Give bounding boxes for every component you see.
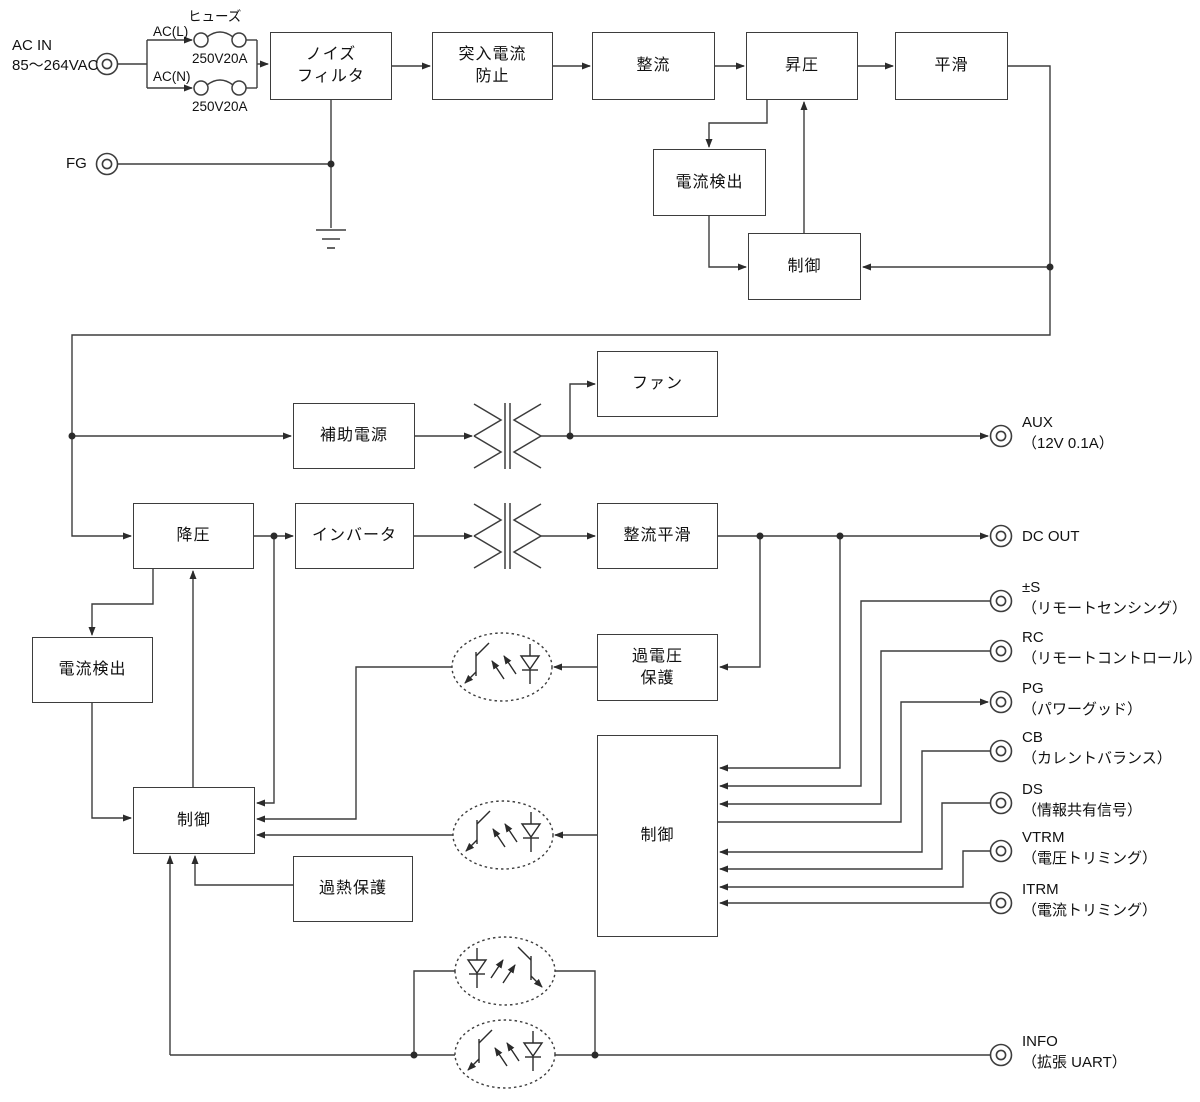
block-step-down: 降圧 xyxy=(133,503,254,569)
fuse-live-rating: 250V20A xyxy=(192,51,248,66)
dc-out-label: DC OUT xyxy=(1022,526,1080,547)
fuse-neutral-icon xyxy=(193,79,247,96)
terminal-desc: （カレントバランス） xyxy=(1022,750,1172,767)
sense-label: ±S （リモートセンシング） xyxy=(1022,577,1187,619)
ac-line-live-label: AC(L) xyxy=(153,24,189,39)
pg-label: PG （パワーグッド） xyxy=(1022,678,1142,720)
terminal-desc: （リモートコントロール） xyxy=(1022,650,1200,667)
earth-ground-icon xyxy=(315,229,347,249)
block-current-detect-left: 電流検出 xyxy=(32,637,153,703)
vtrm-terminal-icon xyxy=(989,839,1013,863)
optocoupler-info-rx-icon xyxy=(455,1020,555,1088)
block-label: 過電圧 xyxy=(631,647,683,665)
wires xyxy=(71,36,1051,1056)
block-label: 突入電流 xyxy=(458,46,527,63)
ac-in-voltage-range: 85～264VAC xyxy=(12,57,99,74)
optocoupler-ovp-icon xyxy=(452,633,552,701)
pg-terminal-icon xyxy=(989,690,1013,714)
fuse-neutral-rating: 250V20A xyxy=(192,99,248,114)
block-inrush-prevention: 突入電流 防止 xyxy=(432,32,553,100)
terminal-name: INFO xyxy=(1022,1033,1058,1050)
cb-label: CB （カレントバランス） xyxy=(1022,727,1172,769)
info-terminal-icon xyxy=(989,1043,1013,1067)
ds-terminal-icon xyxy=(989,791,1013,815)
block-rectifier: 整流 xyxy=(592,32,715,100)
block-control-right: 制御 xyxy=(597,735,718,937)
itrm-terminal-icon xyxy=(989,891,1013,915)
block-inverter: インバータ xyxy=(295,503,414,569)
block-aux-supply: 補助電源 xyxy=(293,403,415,469)
terminal-name: PG xyxy=(1022,680,1044,697)
block-rect-smooth: 整流平滑 xyxy=(597,503,718,569)
vtrm-label: VTRM （電圧トリミング） xyxy=(1022,827,1157,869)
terminal-name: AUX xyxy=(1022,414,1053,431)
ac-in-title: AC IN xyxy=(12,37,53,54)
terminal-name: DS xyxy=(1022,781,1043,798)
terminal-name: ±S xyxy=(1022,579,1041,596)
dc-out-terminal-icon xyxy=(989,524,1013,548)
optocoupler-info-tx-icon xyxy=(455,937,555,1005)
aux-transformer-icon xyxy=(473,402,542,470)
terminal-desc: （電圧トリミング） xyxy=(1022,850,1158,867)
fuse-live-icon xyxy=(193,31,247,48)
rc-label: RC （リモートコントロール） xyxy=(1022,627,1200,669)
cb-terminal-icon xyxy=(989,739,1013,763)
info-label: INFO （拡張 UART） xyxy=(1022,1031,1127,1073)
block-fan: ファン xyxy=(597,351,718,417)
fg-label: FG xyxy=(66,155,87,172)
terminal-desc: （パワーグッド） xyxy=(1022,701,1143,718)
block-label: 防止 xyxy=(475,68,510,85)
terminal-desc: （12V 0.1A） xyxy=(1022,435,1114,452)
junction-dots xyxy=(68,160,1054,1059)
fg-terminal-icon xyxy=(95,152,119,176)
block-current-detect-top: 電流検出 xyxy=(653,149,766,216)
terminal-name: VTRM xyxy=(1022,829,1065,846)
optocoupler-control-icon xyxy=(453,801,553,869)
terminal-desc: （拡張 UART） xyxy=(1022,1054,1127,1071)
block-control-top: 制御 xyxy=(748,233,861,300)
ac-in-terminal-icon xyxy=(95,52,119,76)
block-noise-filter: ノイズ フィルタ xyxy=(270,32,392,100)
fuse-title: ヒューズ xyxy=(188,9,242,24)
aux-terminal-icon xyxy=(989,424,1013,448)
terminal-name: CB xyxy=(1022,729,1043,746)
terminal-name: DC OUT xyxy=(1022,528,1080,545)
block-label: ノイズ xyxy=(305,46,357,63)
main-transformer-icon xyxy=(473,502,542,570)
terminal-name: ITRM xyxy=(1022,881,1059,898)
terminal-name: RC xyxy=(1022,629,1044,646)
rc-terminal-icon xyxy=(989,639,1013,663)
itrm-label: ITRM （電流トリミング） xyxy=(1022,879,1157,921)
ds-label: DS （情報共有信号） xyxy=(1022,779,1142,821)
block-control-left: 制御 xyxy=(133,787,255,854)
terminal-desc: （リモートセンシング） xyxy=(1022,600,1188,617)
block-boost: 昇圧 xyxy=(746,32,858,100)
aux-label: AUX （12V 0.1A） xyxy=(1022,412,1114,454)
block-overheat-protection: 過熱保護 xyxy=(293,856,413,922)
block-smoothing: 平滑 xyxy=(895,32,1008,100)
block-overvoltage-protection: 過電圧 保護 xyxy=(597,634,718,701)
terminal-desc: （電流トリミング） xyxy=(1022,902,1158,919)
sense-terminal-icon xyxy=(989,589,1013,613)
ac-line-neutral-label: AC(N) xyxy=(153,69,191,84)
block-label: フィルタ xyxy=(297,68,365,85)
block-label: 保護 xyxy=(640,669,675,687)
terminal-desc: （情報共有信号） xyxy=(1022,802,1143,819)
